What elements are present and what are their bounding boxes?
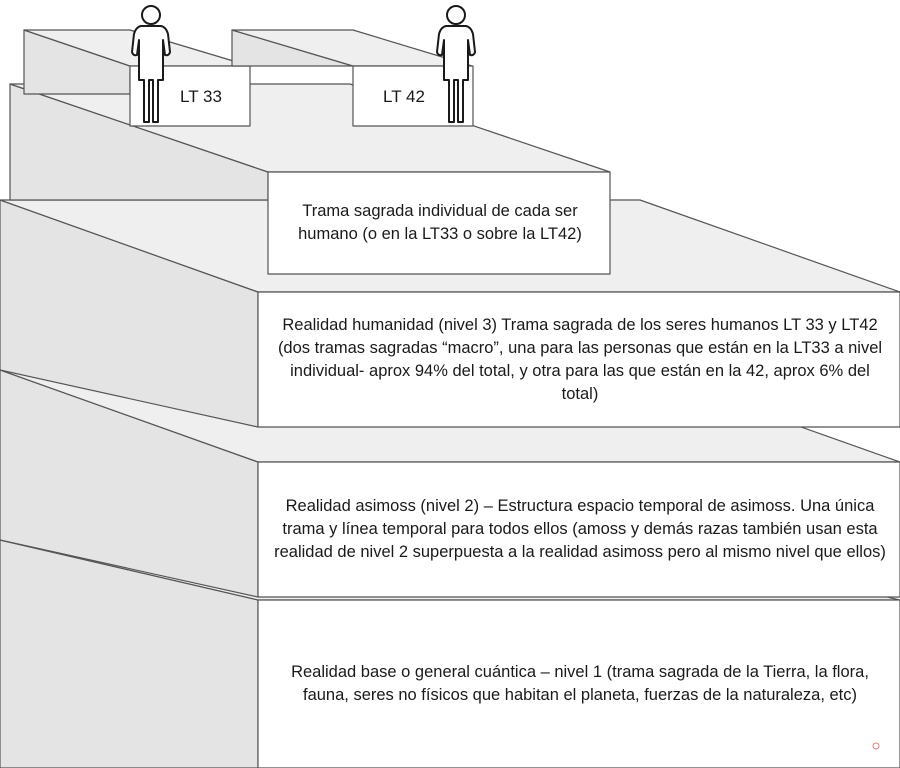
label-lt33: LT 33 <box>180 86 222 106</box>
label-level-2: Realidad asimoss (nivel 2) – Estructura … <box>274 497 886 561</box>
label-level-1: Realidad base o general cuántica – nivel… <box>291 663 869 704</box>
label-level-individual: Trama sagrada individual de cada ser hum… <box>298 202 582 243</box>
label-lt42: LT 42 <box>383 86 425 106</box>
person-icon-lt42 <box>436 5 476 123</box>
person-icon-lt33 <box>131 5 171 123</box>
watermark-mark-icon <box>872 742 880 750</box>
block-level-3 <box>0 199 900 428</box>
label-level-3: Realidad humanidad (nivel 3) Trama sagra… <box>277 315 883 403</box>
block-lt42 <box>231 29 474 127</box>
